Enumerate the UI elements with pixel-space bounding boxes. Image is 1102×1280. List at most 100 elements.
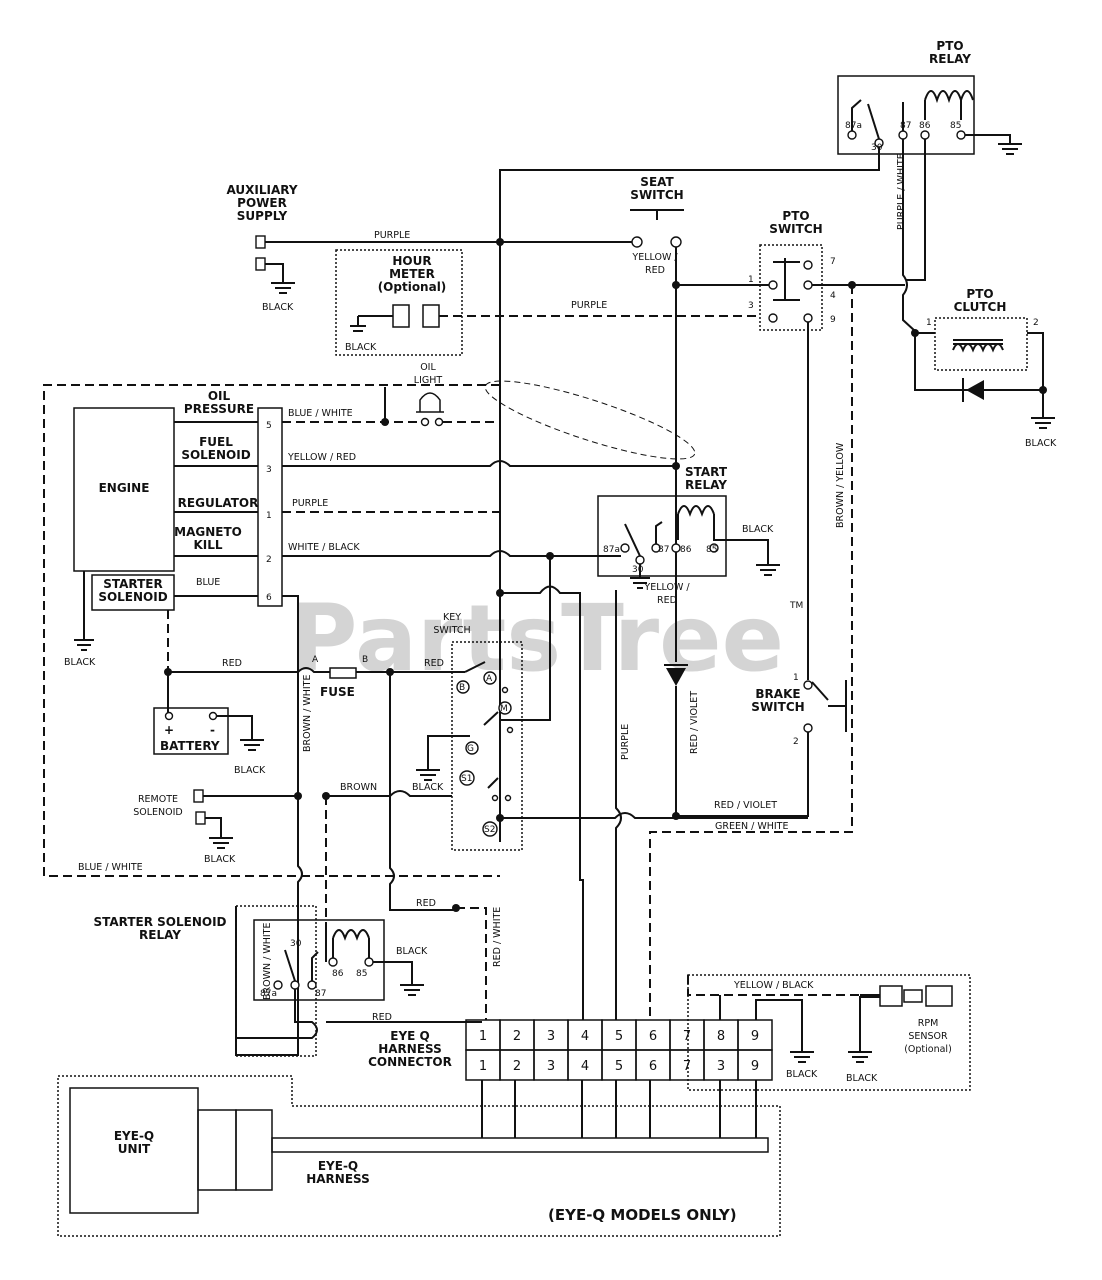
connector-bottom-pin-1: 1 xyxy=(479,1059,487,1074)
pto-clutch-pin-1: 1 xyxy=(926,318,932,328)
engine-label: ENGINE xyxy=(99,481,150,495)
start-relay-pin-86: 86 xyxy=(680,545,692,555)
eyeq-harness-cable xyxy=(271,1137,769,1153)
wire-red-ssr: RED xyxy=(372,1012,392,1023)
key-switch-positions: B A M G S1 S2 xyxy=(456,661,514,837)
wire-purple-regulator: PURPLE xyxy=(292,498,328,509)
key-switch xyxy=(451,641,523,851)
engine xyxy=(73,407,175,572)
wire-yellow-red-seat: YELLOW /RED xyxy=(631,252,678,276)
pto-switch-pin-7: 7 xyxy=(830,257,836,267)
wire-yellow-red-diode: YELLOW /RED xyxy=(643,582,690,606)
connector-bottom-pin-9: 9 xyxy=(751,1059,759,1074)
ssr-pin-86: 86 xyxy=(332,969,344,979)
pto-relay-pin-86: 86 xyxy=(919,121,931,131)
wire-black-remote: BLACK xyxy=(204,854,236,865)
ssr-pin-30: 30 xyxy=(290,939,302,949)
engine-terminal-block xyxy=(257,407,283,607)
pto-switch-pin-1: 1 xyxy=(748,275,754,285)
connector-top-pin-5: 5 xyxy=(615,1029,623,1044)
start-relay-pin-87: 87 xyxy=(658,545,669,555)
fuse xyxy=(329,667,357,679)
term-pin-1: 1 xyxy=(266,511,272,521)
term-pin-2: 2 xyxy=(266,555,272,565)
pto-relay-pin-85: 85 xyxy=(950,121,961,131)
connector-bottom-pin-2: 2 xyxy=(513,1059,521,1074)
key-pos-g: G xyxy=(467,744,474,754)
wire-red-key: RED xyxy=(424,658,444,669)
key-pos-m: M xyxy=(500,704,508,714)
key-pos-a: A xyxy=(486,674,493,684)
pto-relay-pin-87: 87 xyxy=(900,121,911,131)
wire-brown-white-2: BROWN / WHITE xyxy=(262,923,273,1000)
hour-meter-box xyxy=(335,249,463,356)
brake-switch-pin-2: 2 xyxy=(793,737,799,747)
pto-switch-pin-3: 3 xyxy=(748,301,754,311)
wire-black-hourmeter: BLACK xyxy=(345,342,377,353)
battery xyxy=(153,707,229,755)
wire-black-ssr: BLACK xyxy=(396,946,428,957)
fuse-label: FUSE xyxy=(320,685,355,699)
connector-top-pin-6: 6 xyxy=(649,1029,657,1044)
remote-solenoid-terminal-1 xyxy=(193,789,204,803)
connector-top-pin-9: 9 xyxy=(751,1029,759,1044)
eyeq-models-box xyxy=(57,1075,781,1237)
connector-top-pin-1: 1 xyxy=(479,1029,487,1044)
term-pin-3: 3 xyxy=(266,465,272,475)
connector-bottom-pin-7: 7 xyxy=(683,1059,691,1074)
watermark-tm: TM xyxy=(789,601,803,611)
term-pin-5: 5 xyxy=(266,421,272,431)
connector-top-pin-8: 8 xyxy=(717,1029,725,1044)
connector-top-pin-7: 7 xyxy=(683,1029,691,1044)
connector-bottom-pin-6: 6 xyxy=(649,1059,657,1074)
wire-green-white: GREEN / WHITE xyxy=(715,821,788,832)
wire-red-ssr-top: RED xyxy=(416,898,436,909)
wire-red-battery: RED xyxy=(222,658,242,669)
rpm-sensor xyxy=(879,985,903,1007)
wire-yellow-red-fuel: YELLOW / RED xyxy=(287,452,356,463)
fuse-pin-a: A xyxy=(312,655,319,665)
connector-top-pin-2: 2 xyxy=(513,1029,521,1044)
battery-minus: - xyxy=(210,723,215,737)
term-label-regulator: REGULATOR xyxy=(178,496,259,510)
wire-black-clutch: BLACK xyxy=(1025,438,1057,449)
starter-solenoid xyxy=(91,574,175,611)
start-relay xyxy=(597,495,727,577)
start-relay-pin-85: 85 xyxy=(706,545,717,555)
pto-relay-pin-87a: 87a xyxy=(845,121,862,131)
key-pos-s2: S2 xyxy=(484,825,495,835)
fuse-pin-b: B xyxy=(362,655,368,665)
battery-label: BATTERY xyxy=(160,739,220,753)
term-pin-6: 6 xyxy=(266,593,272,603)
wire-black-eyeq: BLACK xyxy=(786,1069,818,1080)
aux-power-terminal-1 xyxy=(255,235,266,249)
connector-top-pin-3: 3 xyxy=(547,1029,555,1044)
wire-red-white: RED / WHITE xyxy=(492,907,503,967)
connector-bottom-pin-3: 3 xyxy=(547,1059,555,1074)
key-pos-b: B xyxy=(459,683,465,693)
starter-solenoid-relay xyxy=(253,919,385,1001)
eyeq-models-label: (EYE-Q MODELS ONLY) xyxy=(548,1206,737,1224)
ssr-pin-87: 87 xyxy=(315,989,326,999)
aux-power-terminal-2 xyxy=(255,257,266,271)
key-pos-s1: S1 xyxy=(461,774,472,784)
seat-switch-terminal-1 xyxy=(631,236,643,248)
wire-black-key: BLACK xyxy=(412,782,444,793)
wire-black-start-relay: BLACK xyxy=(742,524,774,535)
wire-blue-white-bottom: BLUE / WHITE xyxy=(78,862,143,873)
pto-relay-pin-30: 30 xyxy=(871,143,883,153)
